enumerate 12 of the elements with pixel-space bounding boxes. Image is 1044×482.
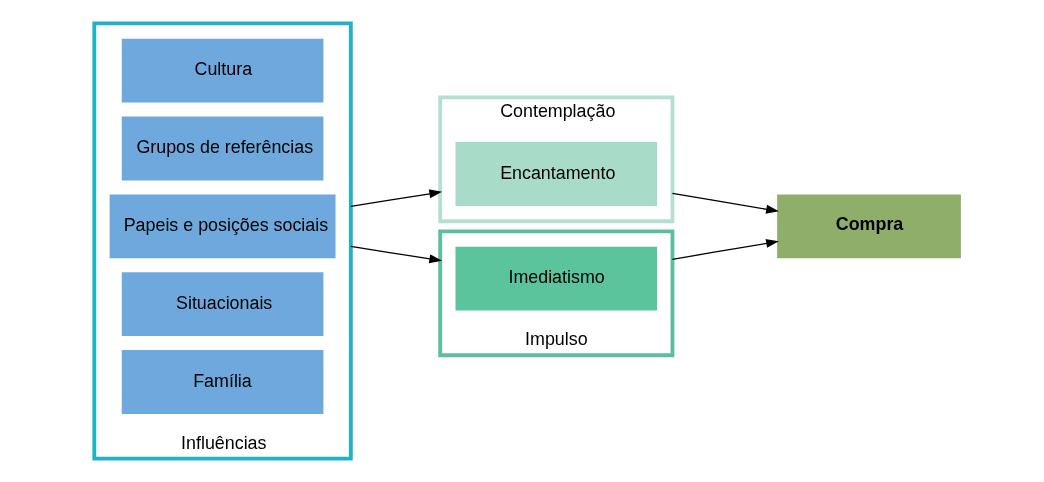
node-box: Situacionais — [121, 272, 323, 337]
arrow — [671, 239, 779, 260]
arrow — [671, 192, 779, 214]
node-box: Encantamento — [455, 142, 657, 206]
node-box: Compra — [776, 194, 961, 259]
node-box: Cultura — [121, 38, 323, 103]
arrow — [349, 245, 442, 264]
node-box: Papeis e posições sociais — [109, 194, 336, 259]
node-box: Família — [121, 350, 323, 414]
node-box: Imediatismo — [455, 246, 657, 311]
node-box: Grupos de referências — [121, 116, 323, 181]
arrow — [349, 189, 442, 207]
